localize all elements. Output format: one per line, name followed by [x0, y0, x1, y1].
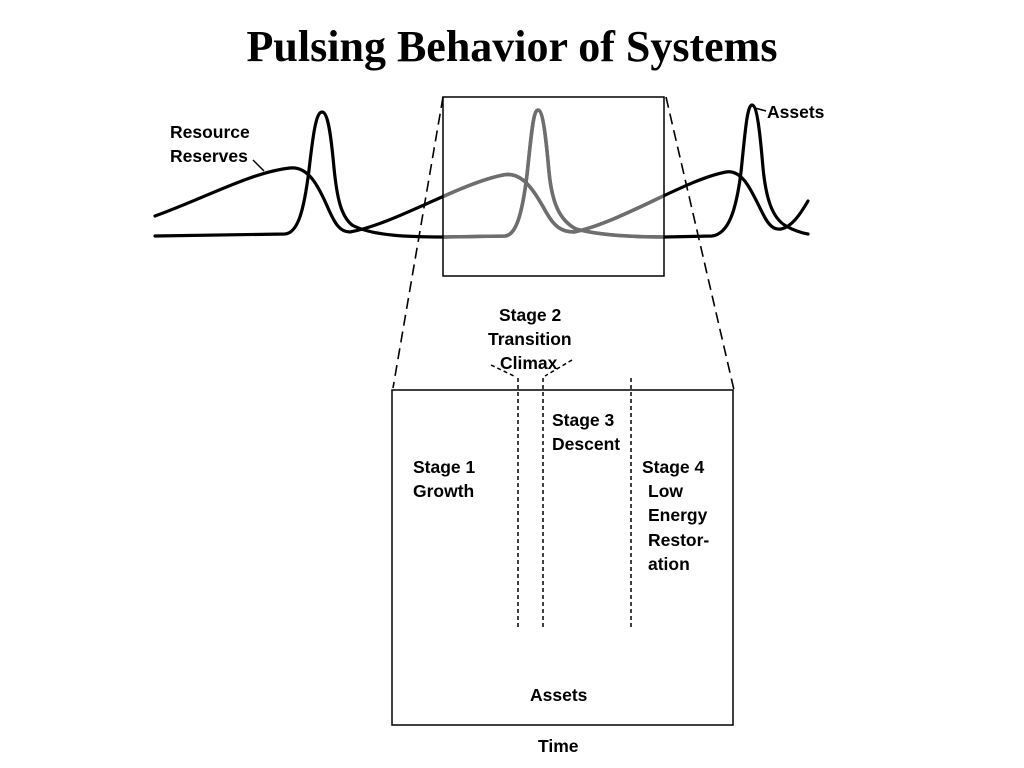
resource-reserves-leader	[252, 159, 265, 172]
stage-2-label-line: Climax	[500, 353, 558, 373]
zoom-box	[442, 96, 665, 277]
resource-reserves-label-line-1: Resource	[170, 122, 250, 142]
zoom-line-left	[392, 96, 444, 389]
stage-4-label-line: ation	[648, 554, 690, 574]
time-axis-label: Time	[538, 736, 579, 756]
stage-1-label-line: Growth	[413, 481, 474, 501]
stage-3-label-line: Descent	[552, 434, 620, 454]
diagram-title: Pulsing Behavior of Systems	[247, 22, 778, 71]
stage-2-label-line: Transition	[488, 329, 572, 349]
assets-leader	[754, 107, 767, 112]
stage-1-label: Stage 1 Growth	[413, 457, 480, 501]
stage-4-label-line: Stage 4	[642, 457, 705, 477]
stage-4-label-line: Energy	[648, 505, 708, 525]
stage-4-label-line: Restor-	[648, 530, 709, 550]
detail-assets-label: Assets	[530, 685, 588, 705]
climax-bracket-left	[490, 364, 517, 378]
stage-3-label-line: Stage 3	[552, 410, 615, 430]
stage-1-label-line: Stage 1	[413, 457, 476, 477]
stage-4-label: Stage 4 Low Energy Restor- ation	[642, 457, 714, 574]
stage-3-label: Stage 3 Descent	[552, 410, 620, 454]
stage-4-label-line: Low	[648, 481, 683, 501]
assets-curve-label: Assets	[767, 102, 825, 122]
resource-reserves-label: Resource Reserves	[170, 122, 255, 166]
stage-2-label-line: Stage 2	[499, 305, 562, 325]
resource-reserves-curve	[153, 166, 810, 234]
climax-bracket-right	[544, 359, 573, 377]
zoom-line-right	[665, 96, 735, 391]
detail-box	[391, 389, 734, 726]
stage-2-label: Stage 2 Transition Climax	[488, 305, 577, 373]
resource-reserves-label-line-2: Reserves	[170, 146, 248, 166]
